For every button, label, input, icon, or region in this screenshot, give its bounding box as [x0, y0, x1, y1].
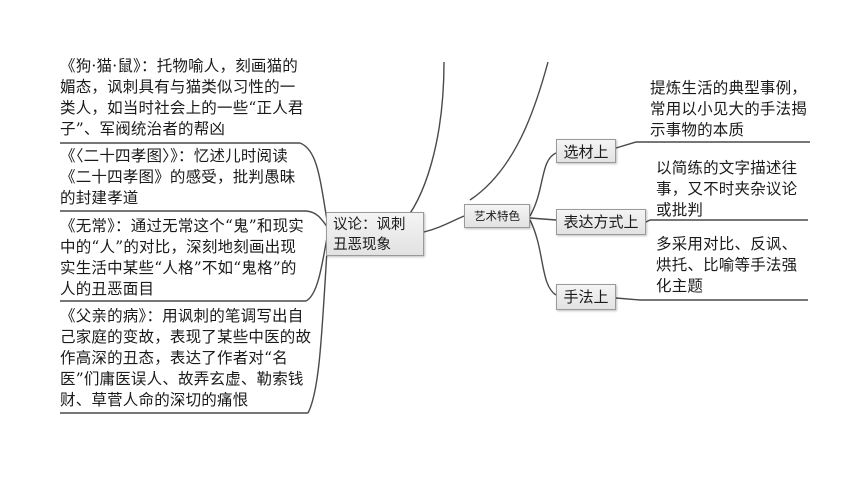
upstream-connector-right: [469, 61, 549, 201]
center-to-branch-3: [529, 219, 557, 296]
left-main-node[interactable]: 议论：讽刺丑恶现象: [326, 212, 424, 256]
center-node[interactable]: 艺术特色: [464, 204, 530, 228]
branch-1-connector: [615, 141, 810, 149]
branch-node-material[interactable]: 选材上: [556, 139, 616, 163]
branch-node-expression[interactable]: 表达方式上: [556, 209, 646, 235]
left-branch-curve-4: [307, 233, 329, 414]
left-item-2-text: 《〈二十四孝图〉》：忆述儿时阅读《二十四孝图》的感受，批判愚昧的封建孝道: [60, 147, 296, 207]
branch-node-technique[interactable]: 手法上: [556, 284, 616, 310]
center-to-branch-2: [529, 217, 557, 221]
left-branch-curve-1: [299, 142, 329, 227]
center-to-branch-1: [529, 152, 557, 217]
branch-text-material: 提炼生活的典型事例，常用以小见大的手法揭示事物的本质: [650, 79, 808, 139]
left-item-3-text: 《无常》：通过无常这个“鬼”和现实中的“人”的对比，深刻地刻画出现实生活中某些“…: [60, 217, 304, 298]
branch-3-connector: [615, 297, 808, 301]
left-item-4-text: 《父亲的病》：用讽刺的笔调写出自己家庭的变故，表现了某些中医的故作高深的丑态，表…: [60, 307, 312, 409]
branch-text-technique: 多采用对比、反讽、烘托、比喻等手法强化主题: [656, 235, 798, 295]
main-to-center-line: [423, 215, 465, 233]
branch-2-connector: [645, 219, 808, 223]
upstream-connector-left: [399, 61, 445, 227]
branch-text-expression: 以简练的文字描述往事，又不时夹杂议论或批判: [656, 159, 798, 219]
left-item-1-text: 《狗·猫·鼠》：托物喻人，刻画猫的媚态，讽刺具有与猫类似习性的一类人，如当时社会…: [60, 57, 304, 138]
